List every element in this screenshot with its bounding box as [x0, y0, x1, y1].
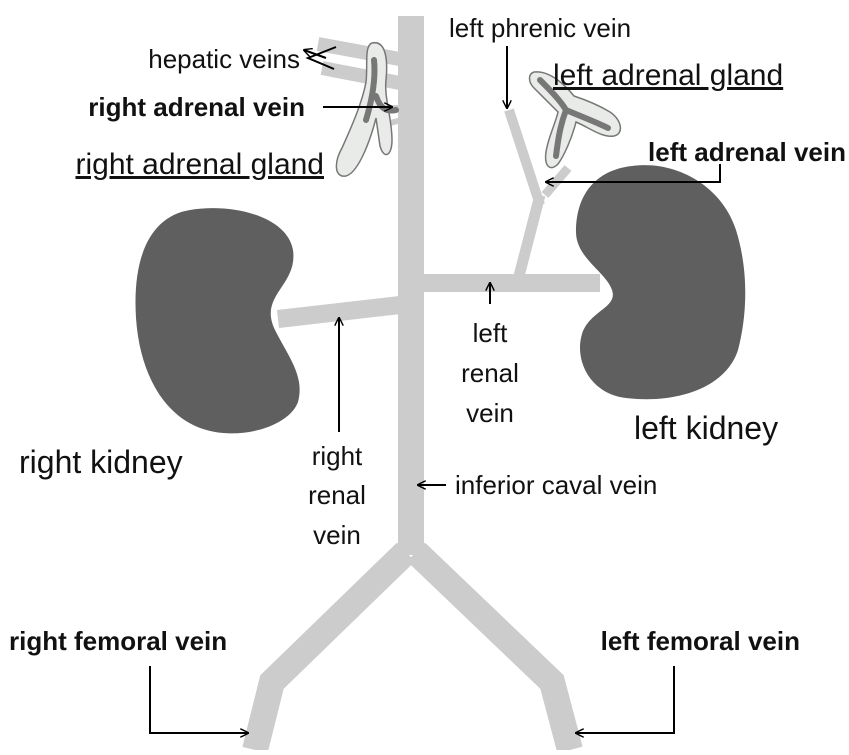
label-left-femoral-vein: left femoral vein: [601, 626, 800, 656]
label-right-femoral-vein: right femoral vein: [9, 626, 227, 656]
left-phrenic-vein: [509, 110, 540, 205]
left-kidney-shape: [576, 165, 745, 399]
label-left-kidney: left kidney: [634, 410, 778, 446]
label-left-renal-vein-line-2: renal: [461, 358, 519, 388]
left-femoral-vein: [416, 552, 570, 750]
left-gonadal-adrenal-trunk: [518, 195, 540, 280]
left-femoral-vein-arrow: [576, 666, 674, 733]
label-left-adrenal-gland: left adrenal gland: [553, 59, 783, 92]
hepatic-vein-upper: [318, 44, 405, 60]
label-hepatic-veins: hepatic veins: [148, 44, 300, 74]
right-femoral-vein-arrow: [150, 666, 248, 733]
label-right-renal-vein-line-2: renal: [308, 480, 366, 510]
label-left-phrenic-vein: left phrenic vein: [449, 13, 631, 43]
label-inferior-caval-vein: inferior caval vein: [455, 470, 657, 500]
label-right-adrenal-vein: right adrenal vein: [88, 92, 305, 122]
label-left-adrenal-vein: left adrenal vein: [648, 137, 846, 167]
veins: [255, 16, 600, 750]
label-left-renal-vein-line-1: left: [473, 318, 508, 348]
label-right-renal-vein-line-1: right: [312, 441, 363, 471]
right-adrenal-gland: [336, 43, 396, 176]
right-kidney-shape: [135, 208, 299, 433]
label-right-kidney: right kidney: [19, 444, 183, 480]
right-renal-vein: [278, 305, 400, 319]
label-left-renal-vein-line-3: vein: [466, 398, 514, 428]
right-femoral-vein: [255, 552, 406, 750]
hepatic-vein-lower: [322, 68, 405, 84]
label-right-adrenal-gland: right adrenal gland: [75, 148, 324, 181]
label-right-renal-vein-line-3: vein: [313, 520, 361, 550]
